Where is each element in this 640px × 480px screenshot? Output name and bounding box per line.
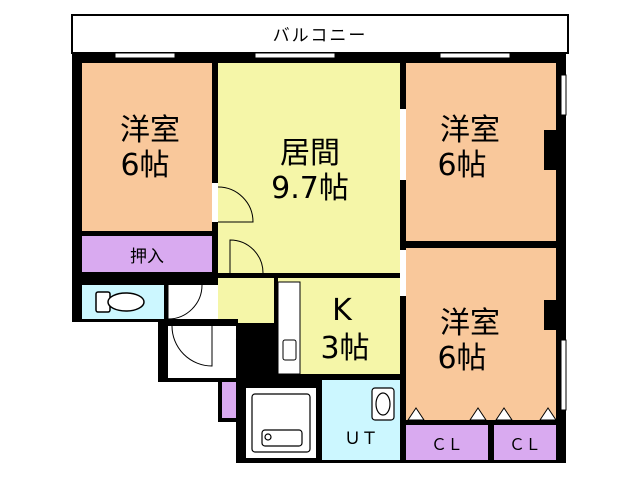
room-name-kitchen: K xyxy=(332,293,353,328)
closet-door-markers xyxy=(407,407,557,421)
room-size-west-right-bottom: 6帖 xyxy=(437,341,486,376)
closet-label-1: ＣＬ xyxy=(431,435,463,454)
room-fill-oshiire xyxy=(82,236,212,272)
room-name-living: 居間 xyxy=(280,136,340,171)
windows xyxy=(72,52,567,411)
room-fill-genkan-step xyxy=(222,382,236,418)
toilet-icon xyxy=(95,291,145,313)
genkan-label-bottom: 関 xyxy=(235,356,251,375)
room-fill-living xyxy=(218,63,400,273)
room-size-kitchen: 3帖 xyxy=(320,331,369,366)
room-fill-closet-1 xyxy=(406,425,488,460)
room-fill-west-right-bottom xyxy=(406,248,556,420)
room-fill-west-right-top xyxy=(406,63,556,241)
kitchen-counter xyxy=(277,281,301,375)
room-fill-toilet-hall xyxy=(168,285,218,319)
balcony-label: バルコニー xyxy=(273,26,368,46)
room-fill-genkan xyxy=(168,326,236,378)
genkan-label-top: 玄 xyxy=(235,335,251,354)
room-fill-west-left xyxy=(82,63,212,231)
room-size-west-right-top: 6帖 xyxy=(437,148,486,183)
balcony-area xyxy=(71,14,569,54)
bathtub-icon xyxy=(251,393,311,453)
unit-bath-label: ＵＴ xyxy=(344,429,378,449)
room-name-west-right-top: 洋室 xyxy=(440,113,500,148)
room-fill-closet-2 xyxy=(494,425,556,460)
room-size-west-left: 6帖 xyxy=(120,148,169,183)
door-swing-icon xyxy=(167,109,406,367)
sink-icon xyxy=(371,387,395,421)
room-name-west-left: 洋室 xyxy=(120,113,180,148)
closet-label-2: ＣＬ xyxy=(509,435,541,454)
room-size-living: 9.7帖 xyxy=(271,171,349,206)
interior-walls xyxy=(72,53,556,463)
room-name-west-right-bottom: 洋室 xyxy=(440,306,500,341)
room-fill-hall xyxy=(218,273,278,323)
oshiire-label: 押入 xyxy=(130,247,164,267)
